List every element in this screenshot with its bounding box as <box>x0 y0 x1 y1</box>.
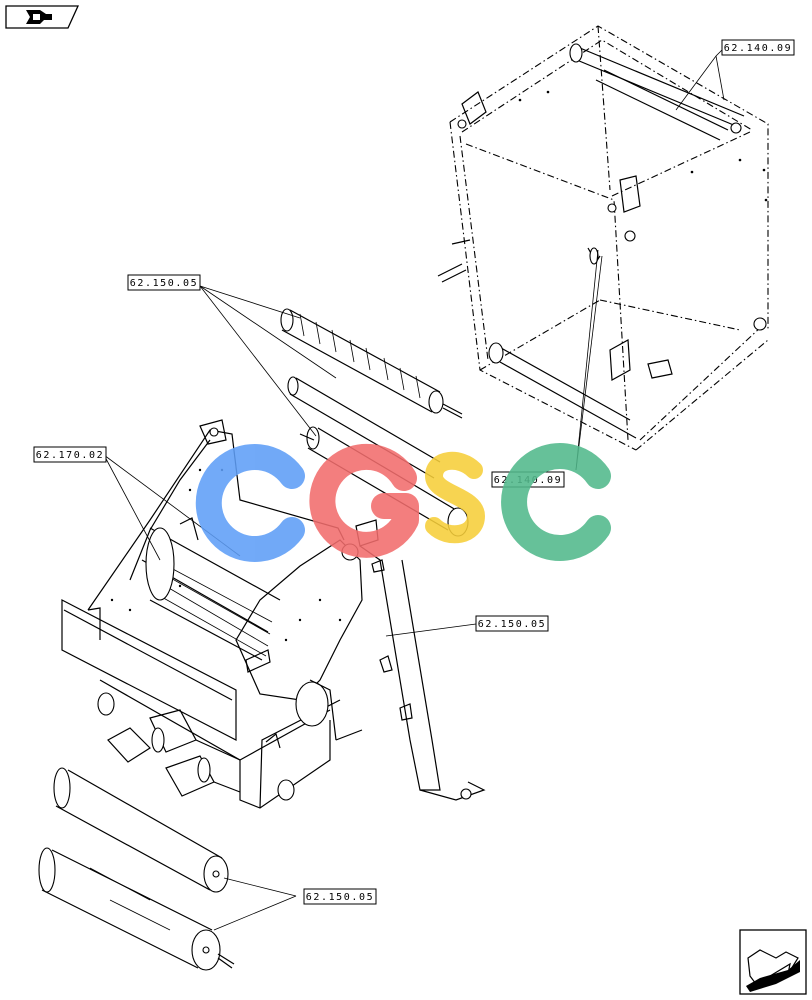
watermark-letter-c-blue <box>195 444 305 562</box>
watermark-letter-c-green <box>501 443 611 561</box>
svg-text:62.140.09: 62.140.09 <box>724 43 793 54</box>
watermark-letter-g-red <box>309 443 419 558</box>
callout-drive-roller: 62.170.02 <box>33 446 107 463</box>
watermark-logo <box>195 443 611 562</box>
watermark-letter-s-yellow <box>424 452 486 544</box>
lower-rollers <box>38 767 235 971</box>
front-housing-assembly <box>61 419 486 809</box>
callout-upper-rollers: 62.150.05 <box>127 274 201 291</box>
svg-text:62.150.05: 62.150.05 <box>306 892 375 903</box>
callout-side-rollers: 62.150.05 <box>475 615 549 632</box>
leader-lines <box>103 49 725 931</box>
svg-text:62.150.05: 62.150.05 <box>478 619 547 630</box>
callout-lower-rollers: 62.150.05 <box>303 888 377 905</box>
svg-text:62.170.02: 62.170.02 <box>36 450 105 461</box>
callout-frame-top-right: 62.140.09 <box>721 39 795 56</box>
view-orientation-icon[interactable] <box>5 5 80 29</box>
svg-text:62.150.05: 62.150.05 <box>130 278 199 289</box>
rear-frame-assembly <box>437 25 769 451</box>
exit-arrow-icon[interactable] <box>739 929 807 995</box>
